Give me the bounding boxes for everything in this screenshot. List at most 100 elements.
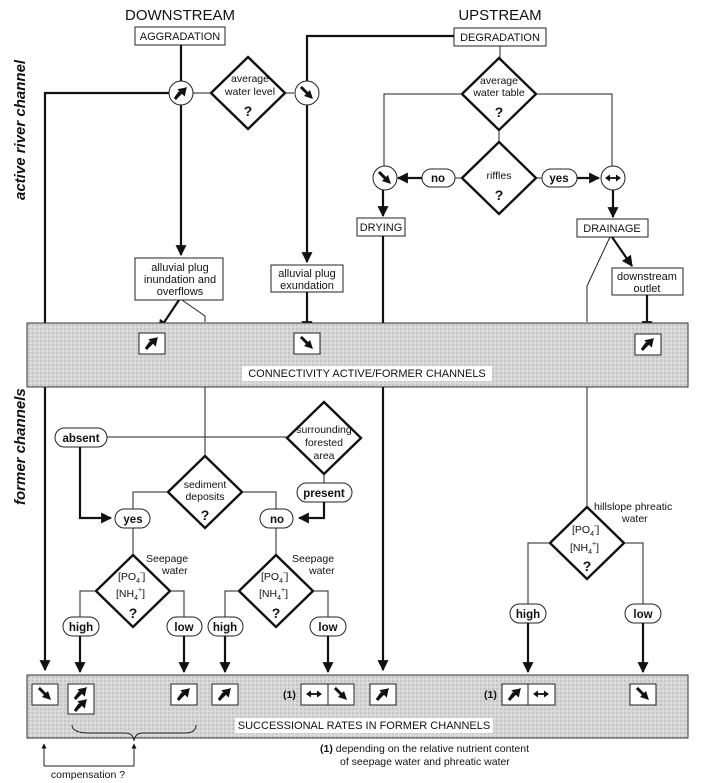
- hillslope-label: water: [621, 513, 648, 525]
- footnote-marker: (1): [484, 689, 497, 701]
- seepage-label: Seepage: [146, 553, 188, 565]
- footnote-marker: (1): [283, 689, 296, 701]
- hillslope-label: hillslope phreatic: [594, 501, 672, 513]
- seepage-nutrient-decision-left: [94, 553, 172, 629]
- low-label: low: [633, 609, 652, 621]
- no-label: no: [270, 514, 284, 526]
- decision-question: ?: [272, 605, 281, 621]
- drainage-label: DRAINAGE: [583, 223, 640, 235]
- low-label: low: [318, 622, 337, 634]
- decision-text: forested: [305, 437, 343, 449]
- svg-text:[NH4+]: [NH4+]: [116, 587, 145, 602]
- side-label-former-channels: former channels: [12, 388, 29, 505]
- decision-text: area: [313, 450, 334, 462]
- nutrient-po4: [PO4-]: [261, 570, 288, 585]
- drying-box: [356, 217, 406, 237]
- decision-text: water level: [224, 86, 275, 98]
- connector: [132, 491, 168, 509]
- band-label-bg: [242, 366, 492, 381]
- svg-text:[NH4+]: [NH4+]: [570, 541, 599, 556]
- footnote-line1: (1) depending on the relative nutrient c…: [320, 743, 529, 755]
- connector: [170, 590, 185, 617]
- svg-text:[PO4-]: [PO4-]: [261, 570, 288, 585]
- successional-label: SUCCESSIONAL RATES IN FORMER CHANNELS: [238, 720, 490, 732]
- alluvial-plug-exundation-box: [270, 264, 344, 293]
- svg-text:[PO4-]: [PO4-]: [572, 523, 599, 538]
- connector: [313, 590, 329, 617]
- nutrient-nh4: [NH4+]: [116, 587, 145, 602]
- box-text: inundation and: [144, 274, 216, 286]
- degradation-label: DEGRADATION: [460, 32, 540, 44]
- box-text: overflows: [157, 286, 204, 298]
- connector: [224, 590, 239, 617]
- low-label: low: [174, 622, 193, 634]
- yes-label: yes: [549, 173, 568, 185]
- decision-text: average: [231, 73, 269, 85]
- box-text: alluvial plug: [151, 262, 208, 274]
- high-label: high: [213, 622, 237, 634]
- decision-text: sediment: [184, 479, 227, 491]
- nutrient-po4: [PO4-]: [118, 570, 145, 585]
- svg-text:[NH4+]: [NH4+]: [259, 587, 288, 602]
- yes-label: yes: [123, 514, 142, 526]
- footnote-line2: of seepage water and phreatic water: [340, 756, 510, 768]
- connector: [611, 236, 633, 267]
- nutrient-nh4: [NH4+]: [259, 587, 288, 602]
- decision-question: ?: [201, 507, 210, 523]
- decision-text: deposits: [185, 491, 224, 503]
- compensation-brace: [71, 724, 197, 742]
- band-label-bg: [235, 718, 493, 733]
- downstream-outlet-box: [611, 267, 684, 296]
- present-label: present: [303, 488, 345, 500]
- riffles-decision: [460, 140, 538, 216]
- decision-text: riffles: [487, 170, 512, 182]
- connector: [624, 542, 644, 604]
- svg-text:[PO4-]: [PO4-]: [118, 570, 145, 585]
- box-text: exundation: [280, 280, 334, 292]
- alluvial-plug-inundation-box: [134, 257, 224, 301]
- downstream-title: DOWNSTREAM: [125, 7, 235, 24]
- connector: [78, 447, 113, 524]
- decision-question: ?: [495, 104, 504, 120]
- connector: [383, 93, 462, 166]
- decision-question: ?: [495, 187, 504, 203]
- compensation-label: compensation ?: [51, 769, 125, 781]
- connector: [305, 34, 454, 81]
- upstream-title: UPSTREAM: [458, 7, 541, 24]
- connector: [79, 590, 96, 617]
- absent-label: absent: [62, 433, 99, 445]
- decision-text: water table: [472, 87, 525, 99]
- seepage-label: water: [161, 565, 188, 577]
- decision-question: ?: [583, 558, 592, 574]
- average-water-level-decision: [209, 55, 287, 131]
- drying-label: DRYING: [360, 222, 403, 234]
- connector: [536, 93, 613, 166]
- decision-text: average: [480, 75, 518, 87]
- seepage-label: water: [308, 565, 335, 577]
- decision-question: ?: [244, 103, 253, 119]
- connector: [242, 491, 277, 509]
- decision-text: surrounding: [296, 424, 352, 436]
- side-label-active-channel: active river channel: [12, 59, 29, 200]
- high-label: high: [69, 622, 93, 634]
- outlet-text: outlet: [634, 283, 661, 295]
- seepage-nutrient-decision-right: [237, 553, 315, 629]
- box-text: alluvial plug: [278, 268, 335, 280]
- decision-question: ?: [129, 605, 138, 621]
- connector: [181, 299, 206, 322]
- nutrient-po4: [PO4-]: [572, 523, 599, 538]
- aggradation-label: AGGRADATION: [140, 31, 221, 43]
- sediment-deposits-decision: [166, 454, 244, 530]
- connectivity-label: CONNECTIVITY ACTIVE/FORMER CHANNELS: [248, 368, 486, 380]
- connector: [527, 542, 550, 604]
- hillslope-nutrient-decision: [548, 505, 626, 581]
- nutrient-nh4: [NH4+]: [570, 541, 599, 556]
- connector: [586, 236, 611, 322]
- compensation-arrow: [44, 743, 137, 767]
- no-label: no: [431, 173, 445, 185]
- outlet-text: downstream: [617, 271, 677, 283]
- connector-to-successional: [39, 91, 169, 672]
- seepage-label: Seepage: [292, 553, 334, 565]
- connector: [297, 502, 326, 524]
- high-label: high: [516, 609, 540, 621]
